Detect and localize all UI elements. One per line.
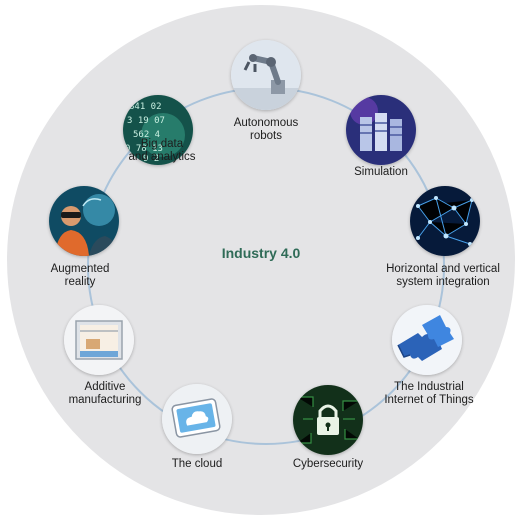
label-line: Big data	[140, 138, 184, 150]
3d-printer-icon	[64, 305, 134, 375]
label-line: reality	[64, 276, 96, 288]
ar-headset-icon	[49, 186, 119, 256]
diagram-title: Industry 4.0	[221, 245, 301, 261]
cloud-icon	[162, 384, 232, 454]
label-line: system integration	[396, 276, 490, 288]
label-simulation: Simulation	[336, 166, 426, 179]
svg-text:3 19 07: 3 19 07	[127, 116, 165, 126]
label-line: Cybersecurity	[292, 458, 364, 470]
label-augmented-reality: Augmented reality	[35, 263, 125, 289]
label-the-cloud: The cloud	[152, 458, 242, 471]
label-line: and analytics	[128, 151, 196, 163]
label-line: Autonomous	[233, 117, 299, 129]
label-line: Simulation	[354, 166, 408, 178]
label-big-data: Big data and analytics	[112, 138, 212, 164]
padlock-icon	[293, 385, 363, 455]
robot-arm-icon	[231, 40, 301, 110]
label-line: Internet of Things	[384, 394, 474, 406]
svg-text:9 2: 9 2	[143, 154, 159, 164]
label-line: Additive	[84, 381, 126, 393]
label-additive-manufacturing: Additive manufacturing	[55, 381, 155, 407]
data-numbers-icon: 841 02 3 19 07 562 4 0 78 13 9 2	[123, 95, 193, 165]
label-line: manufacturing	[68, 394, 142, 406]
puzzle-icon	[392, 305, 462, 375]
network-icon	[410, 186, 480, 256]
label-system-integration: Horizontal and vertical system integrati…	[375, 263, 511, 289]
label-industrial-iot: The Industrial Internet of Things	[374, 381, 484, 407]
svg-text:0 78 13: 0 78 13	[125, 144, 163, 154]
label-cybersecurity: Cybersecurity	[278, 458, 378, 471]
label-autonomous-robots: Autonomous robots	[226, 117, 306, 143]
label-line: The Industrial	[394, 381, 464, 393]
svg-text:562 4: 562 4	[133, 130, 160, 140]
svg-text:841 02: 841 02	[129, 102, 162, 112]
server-icon	[346, 95, 416, 165]
label-line: The cloud	[171, 458, 223, 470]
label-line: Augmented	[50, 263, 110, 275]
label-line: robots	[250, 130, 282, 142]
label-line: Horizontal and vertical	[386, 263, 500, 275]
